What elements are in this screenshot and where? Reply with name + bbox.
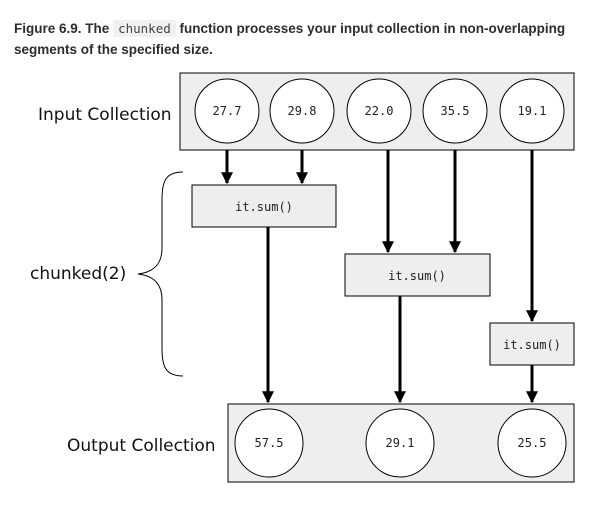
operation-label: it.sum(): [503, 338, 561, 352]
operation-label: it.sum(): [388, 269, 446, 283]
operation-label: it.sum(): [235, 200, 293, 214]
output-circle: [234, 408, 304, 478]
output-value: 29.1: [386, 436, 415, 450]
input-arrows: [221, 150, 538, 323]
output-item: 57.5: [234, 408, 304, 478]
operation-rect: [344, 253, 491, 297]
output-items: 57.5 29.1 25.5: [234, 408, 567, 478]
caption-text-before: The: [85, 21, 110, 36]
caption-code: chunked: [113, 20, 176, 37]
input-value: 22.0: [365, 104, 394, 118]
input-circle: [269, 78, 335, 144]
curly-brace: [137, 171, 184, 377]
operation-box: it.sum(): [344, 253, 491, 297]
output-circle: [497, 408, 567, 478]
output-arrows: [262, 227, 538, 404]
input-circle: [422, 78, 488, 144]
input-item: 29.8: [269, 78, 335, 144]
operation-box: it.sum(): [191, 184, 337, 228]
output-item: 25.5: [497, 408, 567, 478]
figure-number: Figure 6.9.: [14, 21, 82, 36]
caption-text-after: function processes your input collection…: [14, 21, 566, 57]
output-item: 29.1: [365, 408, 435, 478]
output-value: 25.5: [518, 436, 547, 450]
input-circle: [499, 78, 565, 144]
output-collection-label: Output Collection: [67, 436, 216, 456]
chunked-label: chunked(2): [30, 264, 126, 284]
input-items: 27.7 29.8 22.0 35.5 19.1: [194, 78, 565, 144]
input-item: 35.5: [422, 78, 488, 144]
input-circle: [346, 78, 412, 144]
input-collection-label: Input Collection: [38, 105, 172, 125]
output-value: 57.5: [255, 436, 284, 450]
input-value: 35.5: [441, 104, 470, 118]
input-value: 27.7: [213, 104, 242, 118]
figure-caption: Figure 6.9. The chunked function process…: [14, 18, 574, 60]
output-circle: [365, 408, 435, 478]
input-value: 19.1: [518, 104, 547, 118]
input-item: 22.0: [346, 78, 412, 144]
input-circle: [194, 78, 260, 144]
input-value: 29.8: [288, 104, 317, 118]
operation-box: it.sum(): [489, 322, 575, 366]
input-item: 27.7: [194, 78, 260, 144]
operation-rect: [191, 184, 337, 228]
input-item: 19.1: [499, 78, 565, 144]
operation-rect: [489, 322, 575, 366]
